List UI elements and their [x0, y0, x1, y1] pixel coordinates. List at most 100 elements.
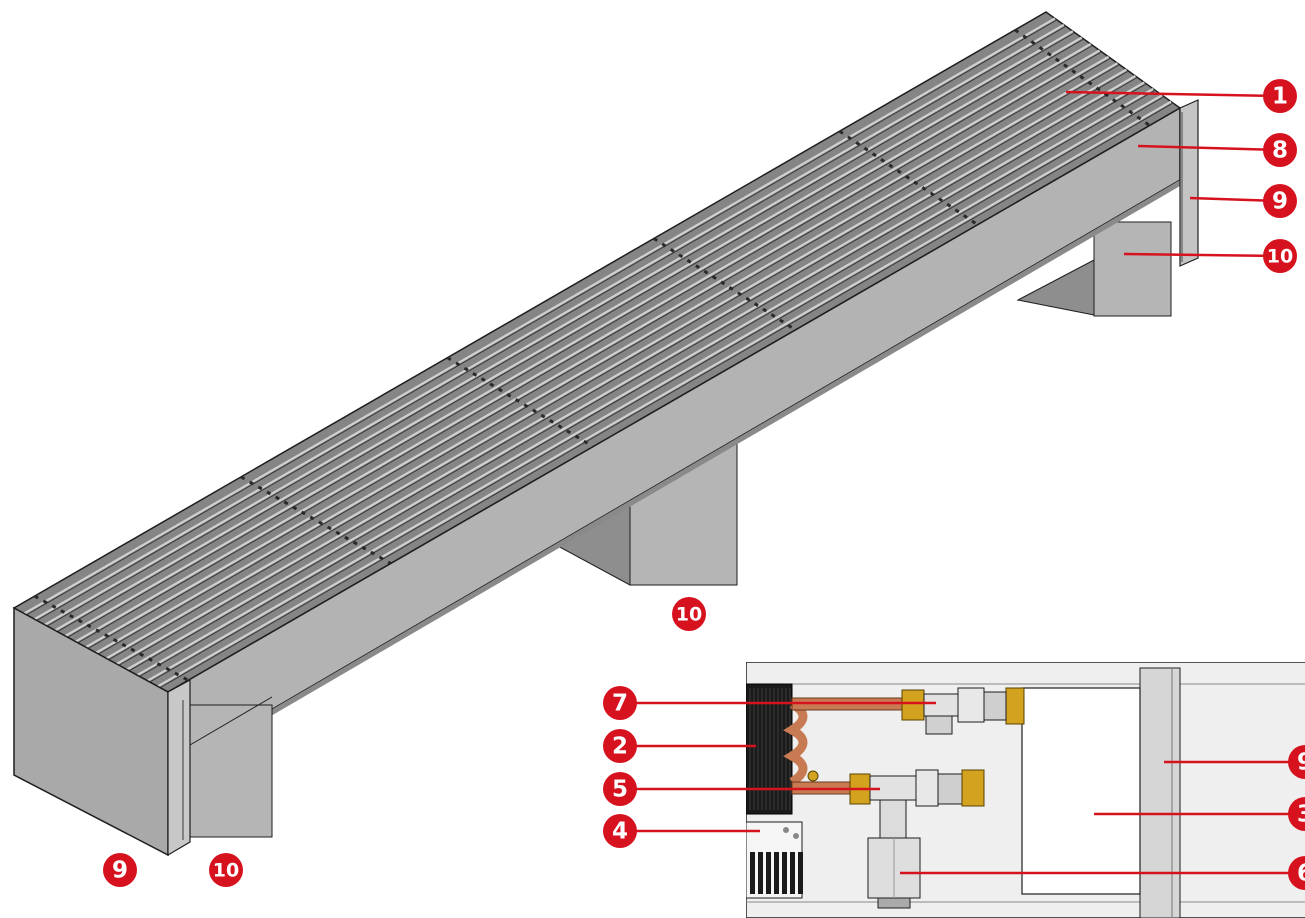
- detail-callout: 3: [1288, 797, 1305, 831]
- callout-markers: 1 8 9 10 10 9 10 7 2 5 4 9 3 6: [103, 79, 1305, 890]
- callout-badge: [603, 729, 637, 763]
- upper-valve-nut: [957, 687, 985, 723]
- callout-badge: [1263, 79, 1297, 113]
- grille-bar: [146, 94, 1163, 682]
- fan-slot: [782, 852, 787, 894]
- fan-slots: [750, 852, 803, 894]
- grille-bar-shadow: [25, 19, 1057, 617]
- callout-badge: [209, 853, 243, 887]
- callout-number: 4: [612, 819, 628, 845]
- grille-bar: [116, 75, 1136, 665]
- callout-number: 9: [112, 858, 128, 884]
- grille-bar: [64, 43, 1092, 637]
- support-foot-right: [1093, 221, 1172, 317]
- grille-bar-shadow: [107, 71, 1128, 661]
- callout-number: 3: [1297, 802, 1305, 828]
- callout-number: 9: [1272, 189, 1288, 215]
- callout-number: 1: [1272, 84, 1288, 110]
- detail-callout: 5: [603, 772, 637, 806]
- detail-view: [746, 662, 1305, 918]
- callout-badge: [672, 597, 706, 631]
- grille-bar-shadow: [127, 83, 1146, 673]
- detail-callout: 6: [1288, 856, 1305, 890]
- callout-number: 10: [213, 860, 239, 882]
- grille-bar-shadow: [158, 103, 1173, 689]
- left-end-panel-front: [167, 678, 191, 857]
- grille-bar-shadow: [137, 90, 1155, 678]
- grille-bars: [23, 17, 1173, 689]
- callout-number: 2: [612, 734, 628, 760]
- callout-badge: [1288, 856, 1305, 890]
- main-callout: 10: [672, 597, 706, 631]
- grille-bar-shadow: [45, 32, 1075, 628]
- callout-leaders: [620, 90, 1305, 875]
- grille-bar-shadow: [76, 51, 1101, 645]
- detail-end-panel: [1139, 667, 1181, 918]
- main-leader: [1123, 252, 1281, 258]
- callout-badge: [1263, 184, 1297, 218]
- detail-callout: 7: [603, 686, 637, 720]
- grille-bar-shadow: [35, 26, 1066, 622]
- upper-valve-cap: [925, 715, 953, 735]
- callout-badge: [103, 853, 137, 887]
- upper-brass-end: [1005, 687, 1025, 725]
- fan-slot: [758, 852, 763, 894]
- copper-bends: [783, 700, 808, 786]
- main-leader: [1065, 90, 1281, 98]
- detail-control-box: [1021, 687, 1141, 895]
- callout-badge: [603, 772, 637, 806]
- callout-badge: [1288, 745, 1305, 779]
- lower-brass-end: [961, 769, 985, 807]
- detail-callout: 2: [603, 729, 637, 763]
- grille-bar-shadow: [66, 45, 1092, 639]
- callout-number: 10: [676, 604, 702, 626]
- callout-number: 9: [1297, 750, 1305, 776]
- grille-bar-shadow: [86, 58, 1110, 650]
- grille-tie: [653, 237, 797, 332]
- detail-callout: 9: [1288, 745, 1305, 779]
- right-end-panel: [1179, 99, 1199, 267]
- grille-bar: [126, 81, 1145, 671]
- main-leader: [1137, 144, 1281, 152]
- fan-slot: [790, 852, 795, 894]
- callout-number: 10: [1267, 246, 1293, 268]
- grille-bar: [23, 17, 1056, 615]
- grille-bar-shadow: [148, 96, 1164, 684]
- main-callout: 1: [1263, 79, 1297, 113]
- callout-number: 8: [1272, 138, 1288, 164]
- main-callout: 9: [103, 853, 137, 887]
- callout-badge: [603, 686, 637, 720]
- grille-bar-shadow: [55, 39, 1083, 633]
- callout-number: 7: [612, 691, 628, 717]
- grille-bar-shadow: [96, 64, 1119, 656]
- detail-callout: 4: [603, 814, 637, 848]
- actuator-base: [877, 897, 911, 909]
- fan-slot: [766, 852, 771, 894]
- front-panel-shade: [168, 180, 1180, 776]
- callout-badge: [1263, 239, 1297, 273]
- grille-bar: [157, 100, 1172, 688]
- callout-number: 6: [1297, 861, 1305, 887]
- grille-bar: [136, 87, 1154, 677]
- callout-badge: [603, 814, 637, 848]
- fan-slot: [774, 852, 779, 894]
- grille-bar: [85, 55, 1110, 649]
- grille-bar: [33, 23, 1065, 621]
- main-callout: 9: [1263, 184, 1297, 218]
- main-convector-view: [12, 11, 1199, 857]
- grille-bar: [54, 36, 1083, 632]
- grille-bar: [105, 68, 1127, 660]
- support-foot-left: [189, 704, 273, 838]
- valve-stem: [879, 799, 907, 841]
- grille-tie: [446, 356, 594, 448]
- main-callout: 8: [1263, 133, 1297, 167]
- fan-slot: [798, 852, 803, 894]
- lower-valve-nut: [915, 769, 939, 807]
- callout-badge: [1263, 133, 1297, 167]
- grille-tie: [1014, 28, 1151, 127]
- upper-valve-body: [923, 693, 959, 717]
- grille-bar-shadow: [117, 77, 1137, 667]
- grille-tie: [838, 129, 979, 227]
- upper-fitting-nut: [901, 689, 925, 721]
